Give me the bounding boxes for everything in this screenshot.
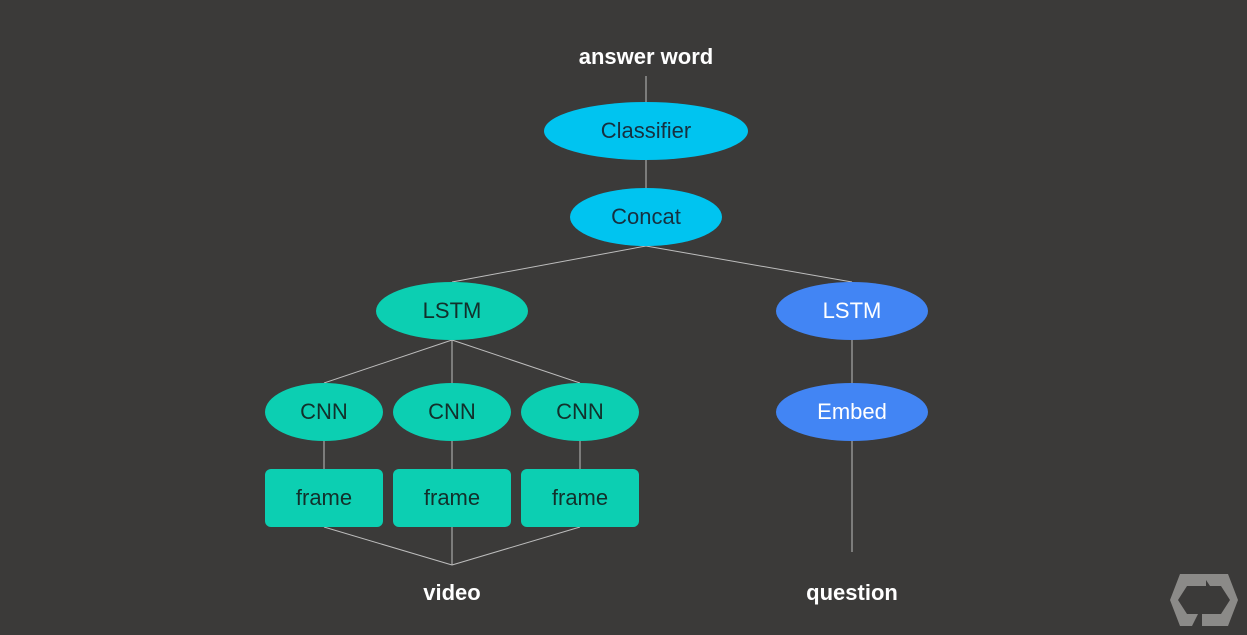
embed-label: Embed [817, 399, 887, 424]
lstm-video-label: LSTM [422, 298, 482, 323]
frame-label-1: frame [295, 485, 353, 510]
udacity-logo-icon [1170, 574, 1238, 626]
cnn-label-2: CNN [428, 399, 476, 424]
lstm-video-node: LSTM [376, 282, 528, 340]
edge-video-frame1 [323, 526, 453, 566]
classifier-label: Classifier [600, 118, 692, 143]
cnn-label-1: CNN [300, 399, 348, 424]
lstm-question-label: LSTM [822, 298, 882, 323]
lstm-question-node: LSTM [776, 282, 928, 340]
frame-node-1: frame [265, 469, 383, 527]
frame-label-3: frame [551, 485, 609, 510]
embed-node: Embed [776, 383, 928, 441]
edge-cnn1-lstm [323, 339, 453, 384]
cnn-node-3: CNN [521, 383, 639, 441]
answer-word-label: answer word [578, 44, 714, 69]
edge-lstmq-concat [645, 245, 853, 283]
classifier-node: Classifier [544, 102, 748, 160]
edge-lstmv-concat [451, 245, 647, 283]
cnn-label-3: CNN [556, 399, 604, 424]
frame-label-2: frame [423, 485, 481, 510]
concat-node: Concat [570, 188, 722, 246]
edge-video-frame3 [451, 526, 581, 566]
cnn-node-1: CNN [265, 383, 383, 441]
edge-cnn3-lstm [451, 339, 581, 384]
concat-label: Concat [611, 204, 681, 229]
cnn-node-2: CNN [393, 383, 511, 441]
frame-node-2: frame [393, 469, 511, 527]
video-label: video [423, 580, 481, 605]
frame-node-3: frame [521, 469, 639, 527]
question-label: question [806, 580, 898, 605]
